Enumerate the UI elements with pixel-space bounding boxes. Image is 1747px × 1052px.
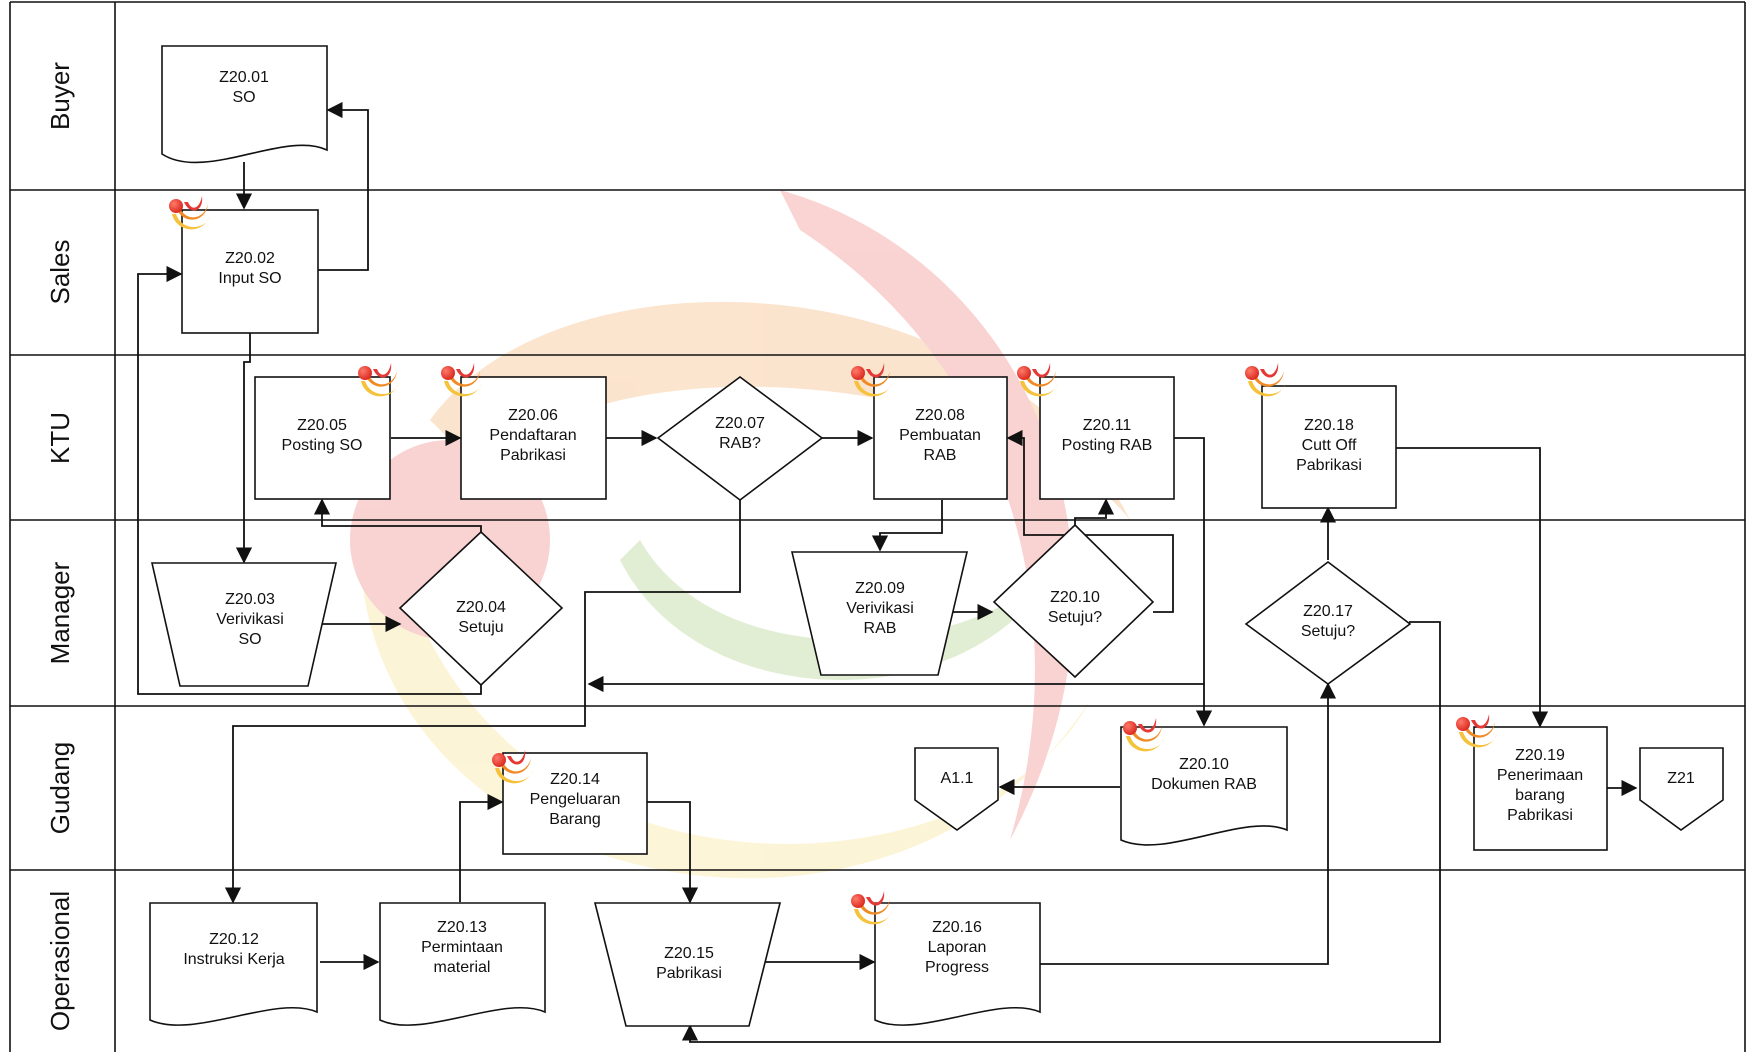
lane-label-gudang: Gudang bbox=[45, 742, 75, 835]
flow-z2010-to-z2008 bbox=[1006, 429, 1174, 613]
flow-z2014-to-z2015 bbox=[647, 801, 699, 904]
lane-label-manager: Manager bbox=[45, 561, 75, 664]
flow-z2007-to-z2012 bbox=[224, 500, 741, 904]
svg-text:A1.1: A1.1 bbox=[941, 770, 974, 787]
flow-z2010-to-z2011 bbox=[1074, 498, 1115, 525]
flow-z2013-to-z2014 bbox=[459, 793, 504, 902]
flow-connectors bbox=[137, 101, 1638, 1043]
lane-label-sales: Sales bbox=[45, 239, 75, 304]
flow-z2008-to-z2009 bbox=[871, 500, 943, 552]
swimlane-frame bbox=[9, 1, 1746, 1052]
flow-z2011-to-z2010doc bbox=[1174, 437, 1213, 727]
flow-z2002-to-z2001 bbox=[317, 101, 369, 271]
flow-z2004-to-z2005 bbox=[313, 498, 482, 532]
node-a11-offpage: A1.1 bbox=[914, 747, 999, 831]
swirl-logo-icon bbox=[851, 891, 892, 925]
lane-label-buyer: Buyer bbox=[45, 62, 75, 130]
lane-label-ktu: KTU bbox=[45, 412, 75, 464]
flow-z2016-to-z2017 bbox=[1040, 682, 1337, 965]
flow-z2002-to-z2003 bbox=[235, 333, 253, 564]
flow-z2017-to-z2015 bbox=[681, 621, 1441, 1043]
lane-label-operasional: Operasional bbox=[45, 891, 75, 1031]
node-z21-offpage: Z21 bbox=[1639, 747, 1724, 831]
svg-text:Z21: Z21 bbox=[1667, 770, 1695, 787]
flow-z2004-to-z2002 bbox=[137, 265, 482, 695]
flow-z2018-to-z2019 bbox=[1396, 447, 1549, 728]
